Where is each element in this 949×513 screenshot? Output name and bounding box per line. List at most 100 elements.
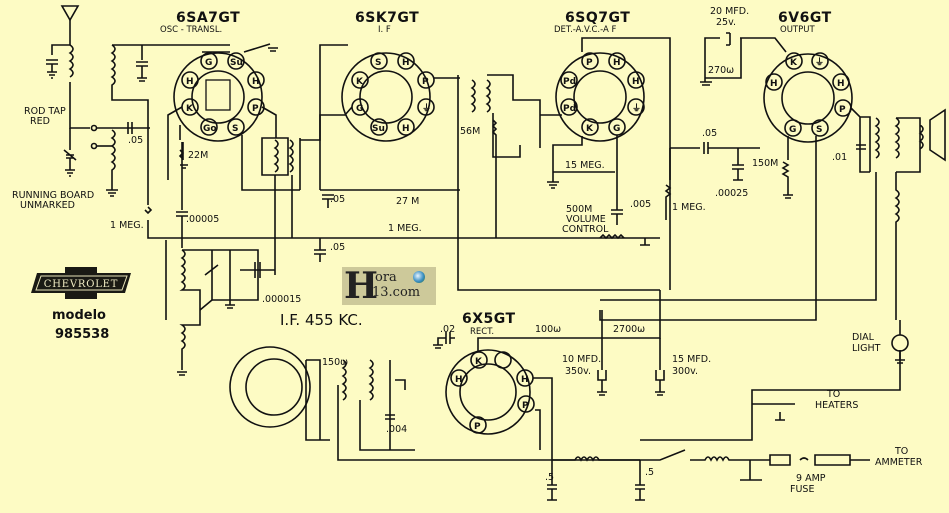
svg-text:H: H bbox=[186, 77, 194, 87]
dial-light-label-2: LIGHT bbox=[852, 343, 881, 354]
coupling-cap bbox=[127, 122, 133, 134]
res-150ohm-label: 150ω bbox=[322, 357, 348, 368]
watermark-line2: 13.com bbox=[372, 285, 421, 300]
if-transformer-1 bbox=[261, 44, 348, 275]
res-22m-label: 22M bbox=[188, 150, 208, 161]
svg-text:P: P bbox=[522, 401, 529, 411]
to-ammeter-label-2: AMMETER bbox=[875, 457, 923, 468]
svg-text:S: S bbox=[816, 125, 822, 135]
antenna-coil bbox=[68, 44, 74, 78]
cap-00005-label: .00005 bbox=[186, 214, 219, 225]
svg-text:P: P bbox=[252, 104, 259, 114]
res-56m-label: 56M bbox=[460, 126, 480, 137]
res-1meg-mid-label: 1 MEG. bbox=[388, 223, 422, 234]
volume-label-value: 500M bbox=[566, 204, 592, 215]
tube-6sk7gt-function: I. F bbox=[378, 25, 391, 35]
res-1meg-right-label: 1 MEG. bbox=[672, 202, 706, 213]
cap-005-label: .005 bbox=[630, 199, 651, 210]
svg-text:K: K bbox=[790, 58, 798, 68]
svg-text:H: H bbox=[402, 58, 410, 68]
res-27m-label: 27 M bbox=[396, 196, 419, 207]
svg-text:P: P bbox=[586, 58, 593, 68]
to-heaters-label: TO bbox=[826, 389, 840, 400]
cap-05-af-label: .05 bbox=[702, 128, 717, 139]
vibrator bbox=[229, 346, 311, 428]
tube-6sq7gt-title: 6SQ7GT bbox=[565, 10, 630, 26]
svg-text:K: K bbox=[186, 104, 194, 114]
svg-text:K: K bbox=[356, 77, 364, 87]
res-100ohm-label: 100ω bbox=[535, 324, 561, 335]
dial-light-icon bbox=[891, 334, 909, 352]
speaker-icon bbox=[929, 108, 946, 162]
svg-text:H: H bbox=[252, 77, 260, 87]
svg-text:G: G bbox=[356, 104, 363, 114]
res-150m-label: 150M bbox=[752, 158, 778, 169]
svg-text:Su: Su bbox=[372, 124, 385, 134]
oscillator-tank: .000015 I.F. 455 KC. bbox=[165, 240, 363, 376]
output-transformer: .01 bbox=[600, 107, 946, 320]
cap-02-label: .02 bbox=[440, 324, 455, 335]
tube-6sa7gt-function: OSC - TRANSL. bbox=[160, 25, 222, 35]
svg-text:G: G bbox=[205, 58, 212, 68]
to-ammeter-label: TO bbox=[894, 446, 908, 457]
svg-text:G: G bbox=[789, 125, 796, 135]
svg-text:⏚: ⏚ bbox=[422, 103, 431, 114]
svg-text:Pd: Pd bbox=[563, 104, 576, 114]
osc-coil bbox=[106, 129, 118, 197]
power-supply: 150ω .004 bbox=[229, 346, 640, 461]
running-board-label: RUNNING BOARD bbox=[12, 190, 94, 201]
to-heaters-label-2: HEATERS bbox=[815, 400, 858, 411]
antenna-icon bbox=[60, 5, 80, 22]
tube-6sq7gt-function: DET.-A.V.C.-A F bbox=[554, 25, 617, 35]
tube-6v6gt: 6V6GT OUTPUT K ⏚ H H P G S 20 MFD. 25v. … bbox=[599, 6, 853, 321]
running-board-marking-label: UNMARKED bbox=[20, 200, 75, 211]
rod-tap-terminal bbox=[90, 124, 98, 132]
tube-6sq7gt-pins: P H Pd H Pd ⏚ K G bbox=[560, 52, 645, 136]
res-270-label: 270ω bbox=[708, 65, 734, 76]
svg-text:K: K bbox=[475, 357, 483, 367]
svg-text:H: H bbox=[613, 58, 621, 68]
cap-05-b-label: .05 bbox=[330, 242, 345, 253]
cap-20mfd-voltage-label: 25v. bbox=[716, 17, 736, 28]
antenna-section: ROD TAP RED RUNNING BOARD UNMARKED .05 1… bbox=[12, 5, 660, 239]
tube-6v6gt-function: OUTPUT bbox=[780, 25, 815, 35]
watermark-logo[interactable]: H ora 13.com bbox=[342, 265, 436, 307]
rod-tap-color-label: RED bbox=[30, 116, 50, 127]
svg-text:H: H bbox=[521, 375, 529, 385]
watermark-initial: H bbox=[344, 265, 379, 307]
svg-text:⏚: ⏚ bbox=[815, 57, 824, 68]
tube-6sa7gt-title: 6SA7GT bbox=[176, 10, 240, 26]
svg-text:⏚: ⏚ bbox=[632, 103, 641, 114]
ground-icon bbox=[46, 59, 58, 79]
tube-6x5gt: 6X5GT RECT. K H H P P .02 100ω bbox=[433, 311, 602, 460]
svg-text:Go: Go bbox=[203, 124, 217, 134]
volume-label-line1: VOLUME bbox=[566, 214, 606, 225]
tube-6sk7gt-pins: S H K P G ⏚ Su H bbox=[351, 52, 435, 136]
volume-label-line2: CONTROL bbox=[562, 224, 609, 235]
cap-05-a-label: .05 bbox=[330, 194, 345, 205]
svg-text:S: S bbox=[232, 124, 238, 134]
cap-01-label: .01 bbox=[832, 152, 847, 163]
svg-text:G: G bbox=[613, 124, 620, 134]
fuse-rating-label: 9 AMP bbox=[796, 473, 826, 484]
watermark-line1: ora bbox=[375, 270, 397, 285]
tube-6x5gt-title: 6X5GT bbox=[462, 311, 516, 327]
chevrolet-logo: CHEVROLET bbox=[29, 265, 133, 301]
running-board-terminal bbox=[90, 142, 98, 150]
svg-text:S: S bbox=[375, 58, 381, 68]
model-label: modelo bbox=[52, 308, 106, 323]
if-transformer-2: 56M bbox=[457, 74, 660, 291]
svg-text:P: P bbox=[474, 422, 481, 432]
cap-10mfd-voltage-label: 350v. bbox=[565, 366, 591, 377]
svg-text:H: H bbox=[402, 124, 410, 134]
tube-6x5gt-pins: K H H P P bbox=[450, 351, 535, 434]
tube-6sa7gt: 6SA7GT OSC - TRANSL. G Su H H K P Go S 2… bbox=[160, 10, 300, 248]
cap-10mfd-label: 10 MFD. bbox=[562, 354, 601, 365]
svg-text:H: H bbox=[770, 79, 778, 89]
res-15meg-label: 15 MEG. bbox=[565, 160, 605, 171]
dial-light-label: DIAL bbox=[852, 332, 875, 343]
svg-text:H: H bbox=[837, 79, 845, 89]
cap-20mfd-label: 20 MFD. bbox=[710, 6, 749, 17]
tube-6sa7gt-pins: G Su H H K P Go S bbox=[181, 52, 265, 136]
